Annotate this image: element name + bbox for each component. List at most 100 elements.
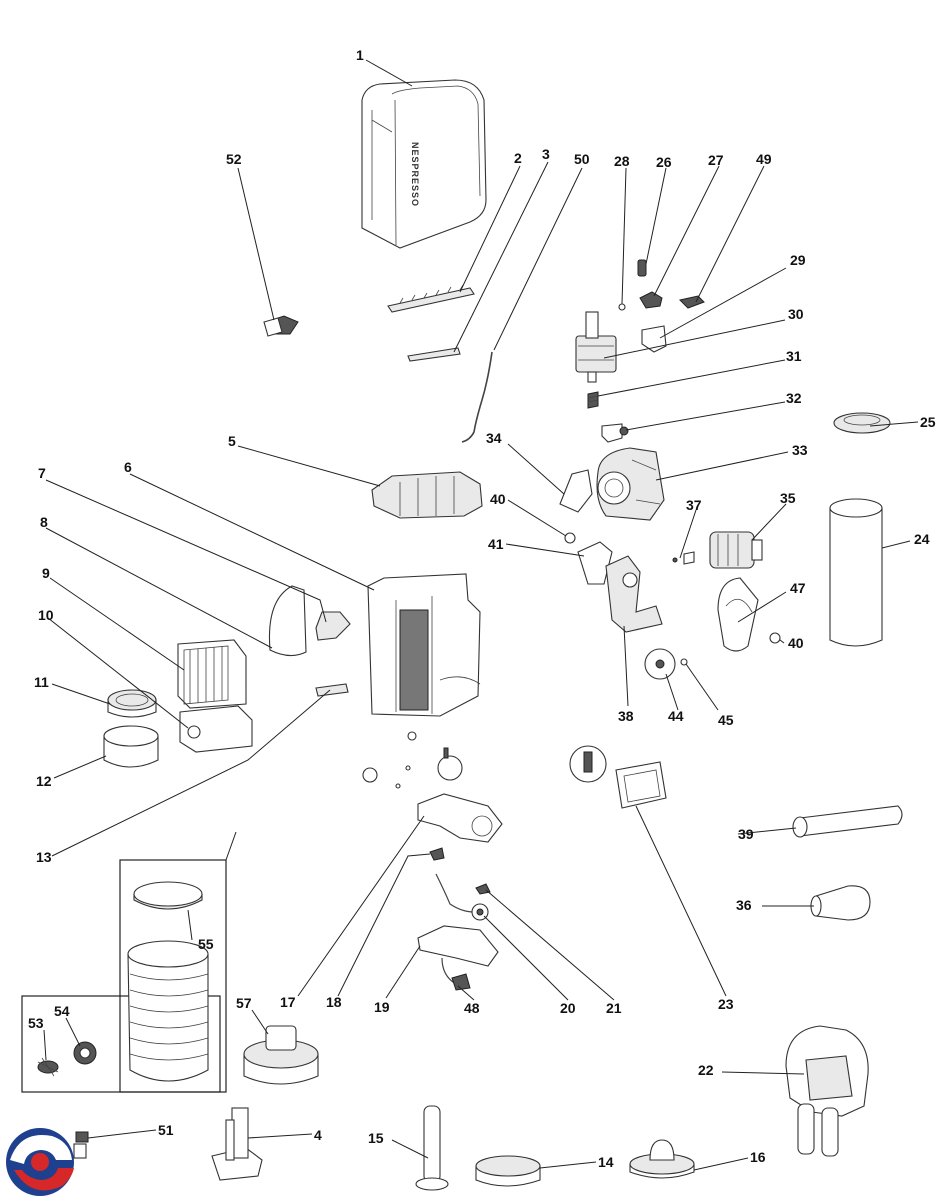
label-38: 38	[618, 708, 634, 724]
part-6-chassis	[367, 573, 481, 717]
part-round-sensor	[569, 745, 607, 783]
label-54: 54	[54, 1003, 70, 1019]
part-4-holder	[211, 1107, 263, 1181]
part-36-nozzle	[810, 885, 871, 921]
part-34-bracket-plate	[559, 469, 593, 513]
part-29-bracket	[641, 325, 667, 353]
part-number-labels: 1 2 3 4 5 6 7 8 9 10 11 12 13 14 15 16 1…	[28, 47, 936, 1170]
label-5: 5	[228, 433, 236, 449]
part-5-top-frame	[371, 471, 483, 519]
label-37: 37	[686, 497, 702, 513]
label-7: 7	[38, 465, 46, 481]
part-48-connector	[451, 973, 471, 991]
part-49-connector	[679, 295, 705, 309]
label-19: 19	[374, 999, 390, 1015]
part-26-clip	[637, 259, 647, 277]
label-22: 22	[698, 1062, 714, 1078]
part-12-cup	[103, 725, 159, 768]
label-2: 2	[514, 150, 522, 166]
label-23: 23	[718, 996, 734, 1012]
label-52: 52	[226, 151, 242, 167]
label-24: 24	[914, 531, 930, 547]
leader-lines	[43, 59, 919, 1171]
label-32: 32	[786, 390, 802, 406]
label-27: 27	[708, 152, 724, 168]
part-21-bracket	[475, 883, 491, 895]
label-50: 50	[574, 151, 590, 167]
label-55: 55	[198, 936, 214, 952]
part-31-spring	[587, 391, 599, 409]
label-8: 8	[40, 514, 48, 530]
label-1: 1	[356, 47, 364, 63]
label-12: 12	[36, 773, 52, 789]
part-57-frother-base	[243, 1025, 319, 1085]
label-18: 18	[326, 994, 342, 1010]
label-13: 13	[36, 849, 52, 865]
part-51-clips	[73, 1131, 89, 1159]
label-11: 11	[34, 674, 49, 690]
part-53-whisk	[37, 1057, 59, 1077]
part-30-pump	[575, 311, 617, 383]
part-9-grid-tray	[177, 639, 247, 709]
label-36: 36	[736, 897, 752, 913]
label-14: 14	[598, 1154, 614, 1170]
label-47: 47	[790, 580, 806, 596]
part-39-tube	[792, 805, 903, 838]
label-34: 34	[486, 430, 502, 446]
part-40-ring-second	[769, 632, 781, 644]
part-2-ribbed-bar	[387, 284, 475, 313]
part-37-pin	[672, 557, 678, 563]
label-25: 25	[920, 414, 936, 430]
part-10-drip-box	[179, 705, 253, 753]
label-57: 57	[236, 995, 252, 1011]
part-14-puck	[475, 1155, 541, 1187]
label-51: 51	[158, 1122, 174, 1138]
label-15: 15	[368, 1130, 384, 1146]
label-20: 20	[560, 1000, 576, 1016]
part-15-pin	[415, 1105, 449, 1191]
part-18-clip	[429, 847, 445, 861]
frother-jug	[127, 940, 209, 1082]
part-11-grid-disc	[107, 689, 157, 718]
part-38-brew-unit	[605, 555, 663, 633]
label-4: 4	[314, 1127, 322, 1143]
label-26: 26	[656, 154, 672, 170]
part-55-lid	[133, 881, 203, 910]
part-8-hook	[315, 611, 351, 641]
part-50-cable	[461, 351, 493, 443]
label-45: 45	[718, 712, 734, 728]
label-17: 17	[280, 994, 296, 1010]
part-3-strip	[407, 347, 461, 362]
label-31: 31	[786, 348, 802, 364]
frother-small-box	[21, 995, 221, 1093]
part-32-valve	[601, 423, 629, 443]
part-19-base-plate	[417, 873, 499, 985]
part-35-motor	[709, 531, 763, 569]
label-29: 29	[790, 252, 806, 268]
part-23-pcb	[615, 761, 667, 809]
part-25-disc	[833, 412, 891, 434]
part-44-gear	[644, 648, 676, 680]
label-53: 53	[28, 1015, 44, 1031]
label-33: 33	[792, 442, 808, 458]
part-33-motor-housing	[596, 447, 665, 521]
small-hardware-group	[362, 731, 463, 789]
label-21: 21	[606, 1000, 622, 1016]
label-40: 40	[490, 491, 506, 507]
label-6: 6	[124, 459, 132, 475]
part-52-button	[263, 315, 299, 337]
brand-logo	[6, 1128, 74, 1196]
label-10: 10	[38, 607, 54, 623]
part-27-connector	[639, 291, 663, 309]
label-49: 49	[756, 151, 772, 167]
part-40-ring	[564, 532, 576, 544]
label-3: 3	[542, 146, 550, 162]
part-22-brewing-head	[785, 1025, 869, 1157]
part-28-small-ring	[618, 303, 626, 311]
part-47-gear-plate	[717, 577, 759, 652]
part-37b-plug	[683, 551, 695, 565]
frother-box-leader	[225, 831, 237, 861]
part-45-ring	[680, 658, 688, 666]
label-48: 48	[464, 1000, 480, 1016]
